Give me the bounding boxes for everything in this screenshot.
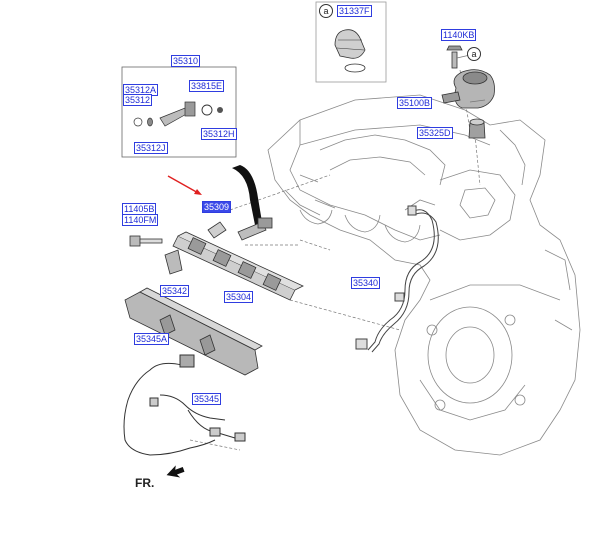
callout-35312[interactable]: 35312 [123,94,153,106]
callout-35342[interactable]: 35342 [160,285,190,297]
callout-35340[interactable]: 35340 [351,277,381,289]
callout-35345[interactable]: 35345 [192,393,222,405]
callout-35312J[interactable]: 35312J [134,142,168,154]
front-direction-label: FR. [135,476,155,490]
callout-35304[interactable]: 35304 [224,291,254,303]
callout-35345A[interactable]: 35345A [134,333,170,345]
high-pressure-pump-illustration [441,45,495,139]
engine-block-illustration [267,94,581,456]
injector-illustration [207,217,273,241]
high-pressure-fuel-tube [355,205,439,353]
pump-letter-circle: a [467,47,481,61]
callout-35309-highlighted[interactable]: 35309 [202,201,232,213]
callout-35325D[interactable]: 35325D [417,127,453,139]
callout-1140KB[interactable]: 1140KB [441,29,477,41]
callout-35312H[interactable]: 35312H [201,128,237,140]
red-pointer-arrow [167,175,202,195]
callout-35100B[interactable]: 35100B [397,97,433,109]
fuel-rail-illustration [164,231,304,301]
curved-pointer [232,165,262,225]
wiring-harness-illustration [123,354,246,456]
callout-1140FM[interactable]: 1140FM [122,214,159,226]
rail-cover-illustration [124,287,263,376]
callout-31337F[interactable]: 31337F [337,5,372,17]
callout-33815E[interactable]: 33815E [189,80,225,92]
bolt-illustration [129,235,163,247]
callout-35310[interactable]: 35310 [171,55,201,67]
front-direction-arrow [166,465,185,478]
inset-letter-circle: a [319,4,333,18]
